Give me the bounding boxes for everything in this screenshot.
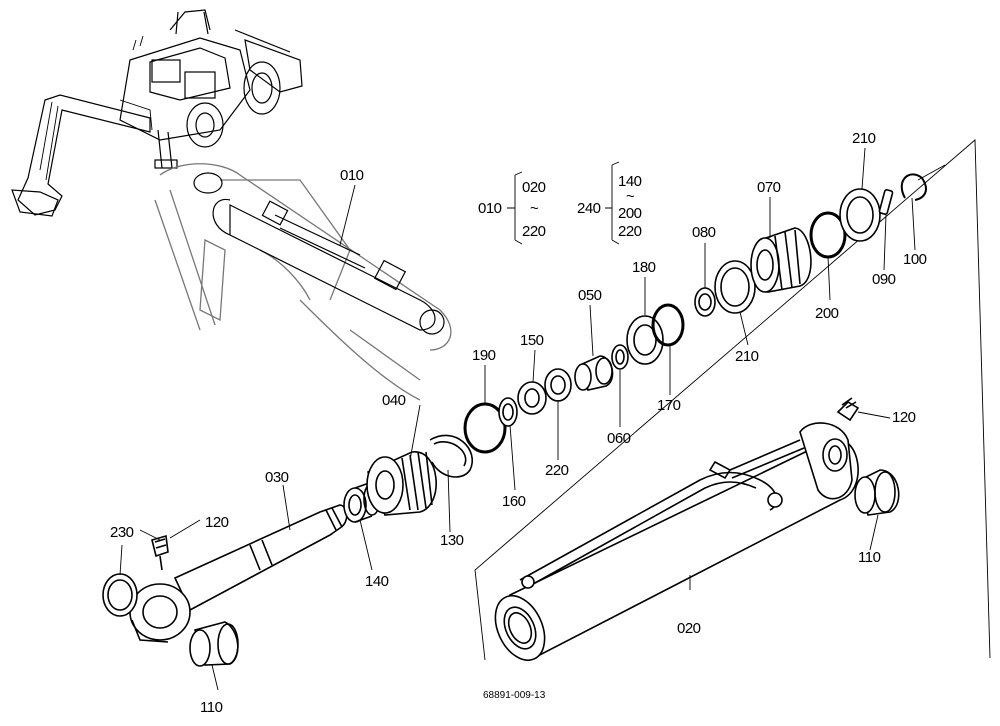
part-210-ring-lower: [714, 260, 756, 314]
label-080: 080: [692, 224, 716, 241]
part-230-o-ring: [102, 573, 138, 617]
part-030-piston-rod: [129, 504, 348, 643]
mounted-cylinder-background: [154, 163, 452, 401]
leader-lines: [119, 147, 946, 691]
label-120-left: 120: [205, 514, 229, 531]
label-060: 060: [607, 430, 631, 447]
part-070-piston-nut: [750, 227, 812, 293]
legend-240-parent: 240: [577, 200, 601, 217]
label-200: 200: [815, 305, 839, 322]
part-120-grease-nipple-right: [836, 397, 860, 422]
part-120-grease-nipple-left: [151, 534, 169, 571]
legend-240-from: 140: [618, 173, 642, 190]
label-020: 020: [677, 620, 701, 637]
label-110-left: 110: [200, 699, 223, 716]
label-100: 100: [903, 251, 927, 268]
label-220: 220: [545, 462, 569, 479]
legend-240-to: 220: [618, 223, 642, 240]
legend-010-range: 010 020 ~ 220: [478, 171, 546, 245]
label-070: 070: [757, 179, 781, 196]
part-090-pin: [878, 189, 894, 215]
part-160-ring: [498, 397, 518, 427]
legend-240-tilde: ~: [626, 188, 635, 205]
label-180: 180: [632, 259, 656, 276]
legend-010-parent: 010: [478, 200, 502, 217]
legend-010-to: 220: [522, 223, 546, 240]
part-220-ring: [544, 368, 572, 402]
label-230: 230: [110, 524, 134, 541]
legend-010-tilde: ~: [530, 200, 539, 217]
label-210-upper: 210: [852, 130, 876, 147]
label-110-right: 110: [858, 549, 881, 566]
part-020-cylinder-tube: [494, 422, 859, 662]
label-090: 090: [872, 271, 896, 288]
legend-240-mid: 200: [618, 205, 642, 222]
label-130: 130: [440, 532, 464, 549]
label-120-right: 120: [892, 409, 916, 426]
label-010: 010: [340, 167, 364, 184]
label-160: 160: [502, 493, 526, 510]
part-labels: 010 040 030 120 230 110 140 130 190 160 …: [110, 130, 927, 716]
backhoe-machine-illustration: [11, 9, 303, 217]
figure-code: 68891-009-13: [483, 690, 546, 701]
part-100-snap-ring: [900, 173, 927, 201]
label-210-lower: 210: [735, 348, 759, 365]
part-210-ring-upper: [839, 188, 881, 242]
part-130-snap-ring: [429, 434, 473, 478]
part-140-seal: [343, 481, 381, 523]
part-050-spacer: [574, 355, 614, 391]
part-060-ring: [611, 344, 629, 370]
part-150-ring: [517, 381, 547, 415]
part-110-bushing-right: [854, 469, 900, 516]
label-140: 140: [365, 573, 389, 590]
part-040-cylinder-head: [366, 451, 437, 516]
label-030: 030: [265, 469, 289, 486]
label-150: 150: [520, 332, 544, 349]
label-050: 050: [578, 287, 602, 304]
cylinder-tube-frame: [474, 139, 991, 661]
label-170: 170: [657, 397, 681, 414]
part-170-o-ring: [651, 303, 685, 347]
legend-010-from: 020: [522, 179, 546, 196]
legend-240-range: 240 140 ~ 200 220: [577, 161, 642, 245]
part-080-ring: [694, 287, 716, 317]
label-190: 190: [472, 347, 496, 364]
label-040: 040: [382, 392, 406, 409]
part-110-bushing-left: [189, 621, 239, 667]
